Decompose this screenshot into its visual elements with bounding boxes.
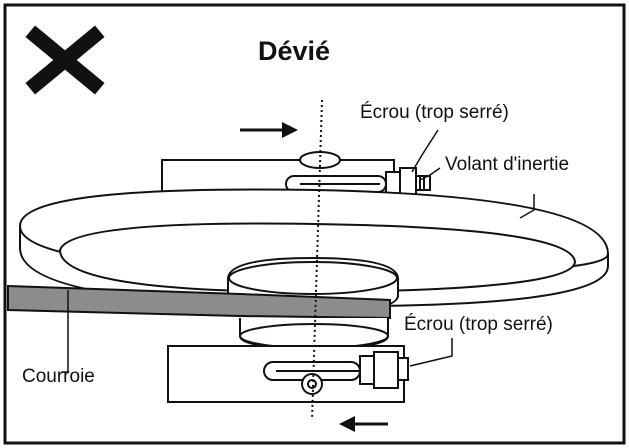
cross-icon [25, 25, 105, 95]
label-nut-bottom: Écrou (trop serré) [404, 314, 553, 335]
flywheel [19, 188, 609, 308]
belt [7, 284, 391, 320]
leader-lines [62, 129, 535, 373]
bottom-bolt-assembly [263, 351, 409, 395]
label-belt: Courroie [22, 366, 95, 387]
diagram-title: Dévié [258, 36, 330, 66]
arrow-left-icon [339, 416, 388, 432]
arrow-right-icon [240, 122, 298, 138]
lower-pulley [239, 318, 389, 350]
label-nut-top: Écrou (trop serré) [360, 102, 509, 123]
label-flywheel: Volant d'inertie [445, 154, 569, 175]
alignment-line [311, 99, 323, 421]
